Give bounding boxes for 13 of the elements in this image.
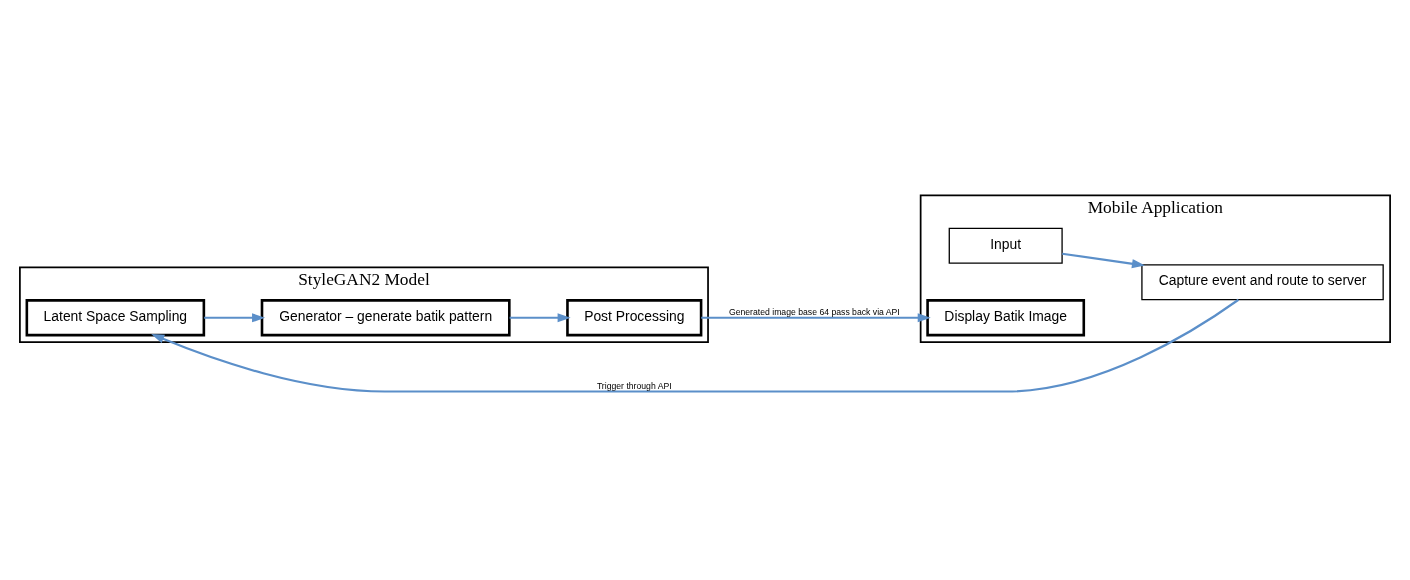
edge-label: Generated image base 64 pass back via API [728, 307, 900, 318]
node-box: Display Batik Image [926, 299, 1086, 337]
node-box: Input [948, 227, 1063, 264]
arrow [204, 313, 266, 323]
node-box: Latent Space Sampling [25, 299, 206, 337]
arrow [151, 298, 1240, 393]
node-box: Generator – generate batik pattern [260, 299, 511, 337]
node-box: Capture event and route to server [1141, 264, 1384, 301]
edge-label: Trigger through API [596, 380, 672, 391]
arrow [509, 313, 571, 323]
arrow [1062, 252, 1145, 269]
arrow [701, 313, 931, 323]
node-box: Post Processing [566, 299, 703, 337]
